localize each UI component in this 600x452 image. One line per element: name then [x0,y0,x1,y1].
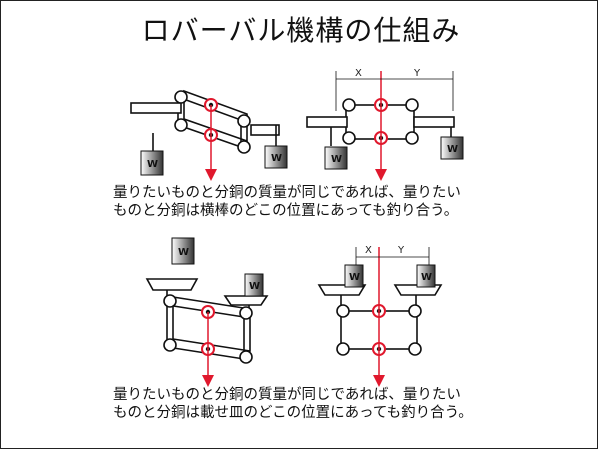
caption-line: 量りたいものと分銅の質量が同じであれば、量りたい [113,387,461,403]
caption-top: 量りたいものと分銅の質量が同じであれば、量りたい ものと分銅は横棒のどこの位置に… [113,184,461,220]
page-title: ロバーバル機構の仕組み [141,14,461,47]
weight-label: W [331,154,342,165]
weight-label: W [249,281,260,292]
weight-on-pan-right-d [416,264,436,288]
weight-label: W [447,144,458,155]
weight-right-a [264,145,288,169]
weight-label: W [271,153,282,164]
dimension-y-label: Y [397,245,405,256]
caption-bottom: 量りたいものと分銅の質量が同じであれば、量りたい ものと分銅は載せ皿のどこの位置… [113,386,473,422]
weight-label: W [178,247,189,258]
weight-left-b [324,146,348,170]
weight-label: W [349,272,360,283]
caption-line: ものと分銅は横棒のどこの位置にあっても釣り合う。 [113,203,459,219]
weight-label: W [147,159,158,170]
caption-line: 量りたいものと分銅の質量が同じであれば、量りたい [113,185,461,201]
weight-right-b [440,136,464,160]
weight-label: W [421,272,432,283]
diagram-tilted-arms [130,89,280,181]
diagram-tilted-pans [145,278,269,387]
weight-raised-c [171,237,195,265]
diagram-level-pans [317,247,443,387]
diagram-level-arms [306,71,455,181]
weight-on-pan-left-d [344,264,364,288]
dimension-x-label: X [365,245,372,256]
weight-left-a [140,150,164,176]
dimension-x-label: X [355,68,362,79]
dimension-y-label: Y [413,68,421,79]
weight-on-pan-c [244,273,264,297]
caption-line: ものと分銅は載せ皿のどこの位置にあっても釣り合う。 [113,405,473,421]
